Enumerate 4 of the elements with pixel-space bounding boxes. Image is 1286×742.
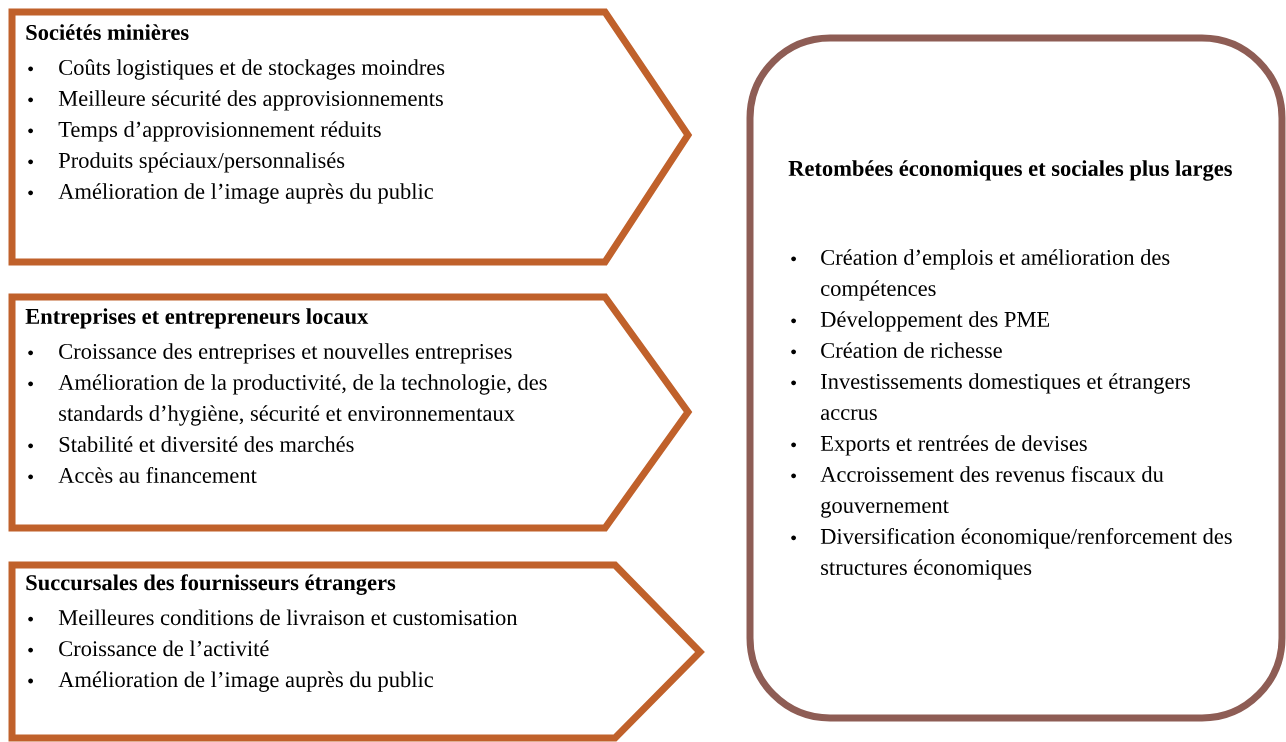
arrow-shaped-box: Entreprises et entrepreneurs locaux Croissance des entreprises et nouvelles entreprises Amélioration de la productivité, de la technologie, des standards d’hygiène, sécurité et environnementaux Stabilité et diversité des marchés Accès au financement [8,293,693,532]
arrow-shaped-box: Succursales des fournisseurs étrangers Meilleures conditions de livraison et customisation Croissance de l’activité Amélioration de l’image auprès du public [8,561,705,742]
rounded-box: Retombées économiques et sociales plus larges Création d’emplois et amélioration des compétences Développement des PME Création de richesse Investissements domestiques et étrangers accrus Exports et rentrées de devises Accroissement des revenus fiscaux du gouvernement Diversification économique/renforcement des structures économiques [746,34,1286,722]
arrow-shaped-box: Sociétés minières Coûts logistiques et de stockages moindres Meilleure sécurité des approvisionnements Temps d’approvisionnement réduits Produits spéciaux/personnalisés Amélioration de l’image auprès du public [8,8,693,266]
